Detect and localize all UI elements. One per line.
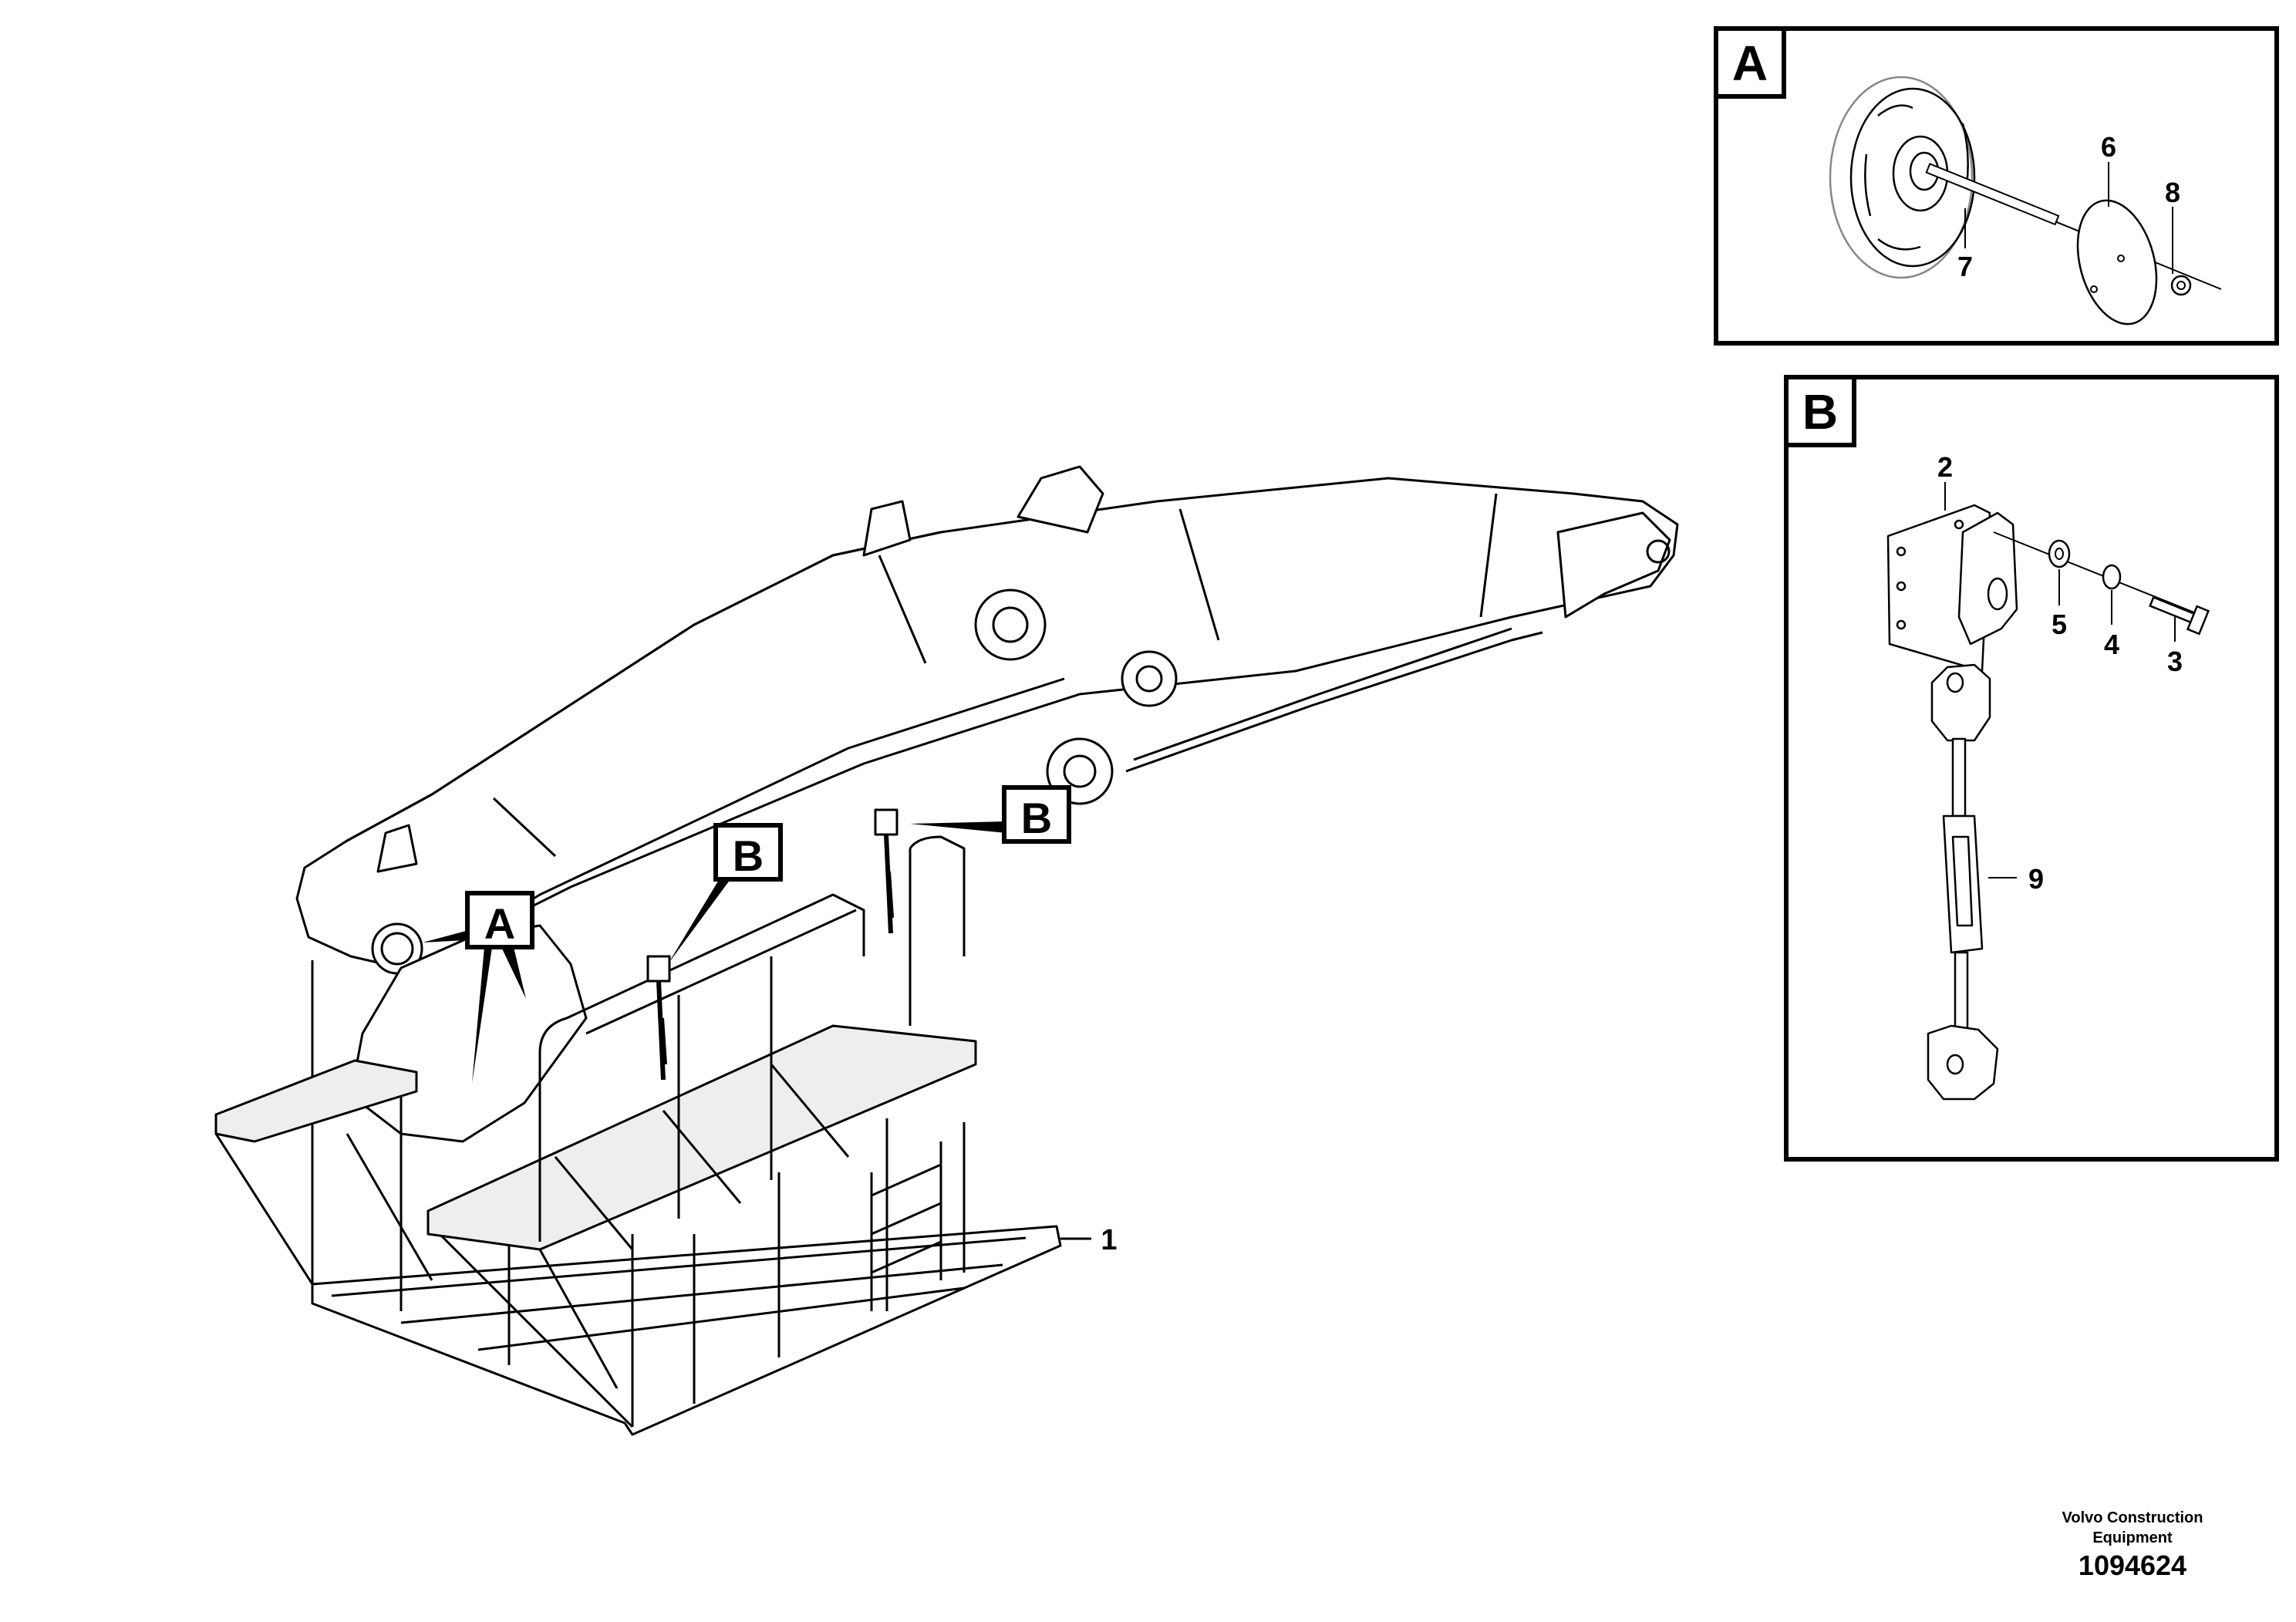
boom-seam	[492, 493, 1498, 858]
clevis-top	[1930, 663, 1991, 742]
washer-hole	[2055, 548, 2064, 560]
part-4-lock-washer	[2102, 564, 2122, 590]
part-number[interactable]: 5	[2052, 609, 2067, 640]
tie-rod	[884, 834, 894, 934]
boom-pivot-hub	[974, 588, 1047, 661]
detail-frame	[1784, 375, 2279, 1162]
part-number: 1	[1101, 1224, 1117, 1256]
detail-panel-B: B	[1784, 375, 2279, 1162]
part-number[interactable]: 4	[2104, 629, 2119, 660]
tie-rod-plate	[874, 808, 899, 836]
rod-upper	[1951, 737, 1967, 818]
boom-pivot-hub	[992, 606, 1029, 643]
bracket-bolt-hole	[1954, 519, 1964, 530]
part-6-disc	[2076, 199, 2158, 325]
wheel-rim	[1829, 76, 1974, 279]
callout-box	[713, 823, 783, 882]
part-3-bolt	[2149, 595, 2210, 636]
detail-panel-A: A 6 7 8	[1714, 26, 2279, 346]
leader-arrow	[472, 947, 492, 1084]
detail-tag: B	[1802, 384, 1838, 440]
leader-arrow	[668, 876, 733, 964]
platform-base-inner	[331, 1236, 1027, 1351]
wheel-drawing	[1829, 76, 1976, 279]
part-5-washer	[2048, 539, 2071, 568]
part-number[interactable]: 6	[2101, 131, 2116, 163]
boom-bracket	[862, 500, 912, 557]
bolt-axis	[1993, 531, 2207, 618]
bracket-lug-hole	[1987, 577, 2008, 611]
platform-base-frame	[311, 1225, 1062, 1436]
platform-deck-main	[426, 1024, 977, 1251]
part-number[interactable]: 2	[1937, 451, 1953, 483]
part-number[interactable]: 9	[2028, 863, 2044, 895]
boom-bracket	[376, 824, 418, 873]
document-number: 1094624	[2078, 1549, 2187, 1581]
detail-frame	[1714, 26, 2279, 346]
boom-end-pin	[1646, 539, 1671, 564]
rod-body	[1925, 163, 2060, 226]
part-number[interactable]: 7	[1957, 251, 1973, 282]
boom-pivot-hub	[1121, 650, 1178, 707]
publisher-name-line2: Equipment	[2092, 1529, 2173, 1546]
nut-hole	[2176, 281, 2186, 290]
publisher-name: Volvo Construction	[2062, 1509, 2203, 1526]
boom-pivot-hub	[1135, 665, 1163, 693]
part-2-bracket	[1886, 504, 2018, 673]
platform-deck-grid	[554, 1064, 850, 1250]
boom-foot-pin-boss	[380, 932, 414, 966]
clevis-top-pin	[1946, 672, 1964, 693]
bracket-lug	[1957, 511, 2018, 646]
tie-rod-plate	[646, 955, 671, 983]
boom-bracket	[1017, 465, 1104, 534]
callout-label: B	[733, 831, 764, 880]
boom-stringer	[1125, 631, 1543, 773]
detail-tag-box	[1784, 375, 1856, 447]
boom-end-lug	[1556, 511, 1671, 619]
turnbuckle-slot	[1951, 835, 1974, 927]
part-8-nut	[2170, 275, 2192, 296]
callout-box	[465, 891, 534, 949]
callout-label: A	[484, 899, 515, 948]
wheel-slot	[1864, 104, 1969, 251]
part-number[interactable]: 3	[2167, 646, 2183, 677]
platform-handrail	[538, 835, 966, 1242]
disc-hole	[2117, 255, 2125, 262]
platform-ladder	[870, 1141, 942, 1311]
wheel-disc	[1849, 87, 1976, 268]
part-9-turnbuckle	[1927, 663, 1999, 1101]
detail-tag: A	[1732, 35, 1768, 91]
platform-drawing	[214, 808, 1062, 1436]
bracket-bolt-hole	[1896, 546, 1907, 557]
bolt-head	[2186, 605, 2210, 636]
tie-rod	[656, 980, 667, 1081]
callout-B-left[interactable]: B	[668, 823, 783, 964]
part-number[interactable]: 8	[2165, 177, 2180, 208]
leader-arrow	[910, 821, 1006, 833]
callout-B-right[interactable]: B	[910, 785, 1071, 844]
platform-brace	[214, 1133, 634, 1428]
leader-arrow	[501, 947, 526, 999]
boom-pivot-hub	[1063, 754, 1097, 788]
boom-drawing	[295, 465, 1679, 1143]
callout-A-main[interactable]: A	[423, 891, 534, 1084]
disc-hole	[2090, 285, 2098, 293]
publisher-footer: Volvo Construction Equipment 1094624	[2005, 1508, 2260, 1583]
bracket-bolt-hole	[1896, 619, 1907, 630]
platform-deck-left	[214, 1059, 418, 1143]
detail-tag-box	[1714, 26, 1786, 99]
part-callout-1[interactable]: 1	[1060, 1224, 1118, 1256]
rod-lower	[1954, 951, 1969, 1031]
clevis-bottom-pin	[1946, 1054, 1964, 1075]
callout-label: B	[1021, 794, 1052, 842]
bracket-bolt-hole	[1896, 581, 1907, 592]
boom-stringer-2	[1133, 627, 1512, 761]
callout-box	[1002, 785, 1071, 844]
